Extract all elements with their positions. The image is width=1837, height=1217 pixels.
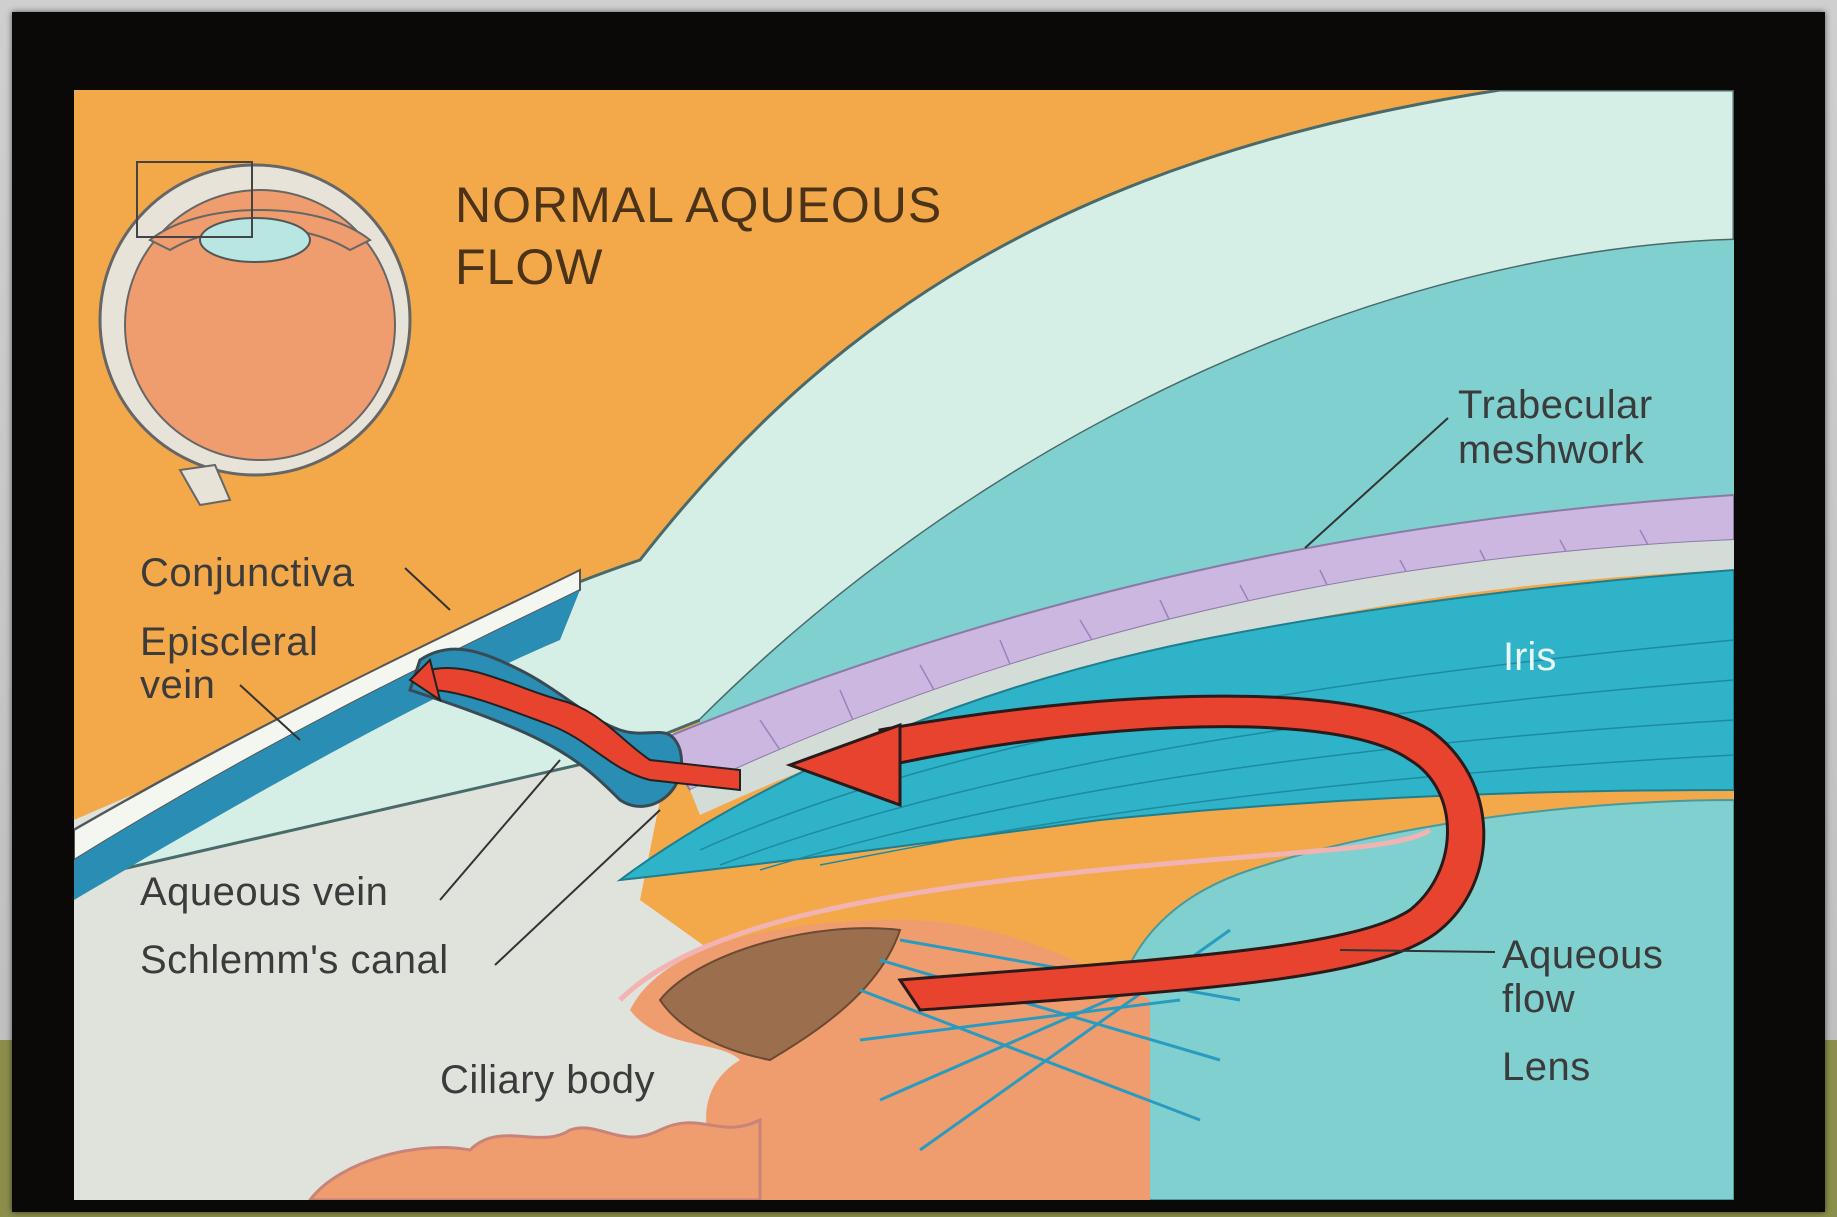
label-ciliary-body: Ciliary body [440, 1058, 655, 1102]
label-trabecular-line2: meshwork [1458, 428, 1645, 472]
label-lens: Lens [1502, 1045, 1591, 1089]
label-episcleral-line2: vein [140, 663, 215, 707]
label-aqueous-flow-line1: Aqueous [1502, 933, 1663, 977]
label-iris: Iris [1503, 635, 1556, 679]
label-trabecular-line1: Trabecular [1458, 383, 1653, 427]
label-aqueous-vein: Aqueous vein [140, 870, 388, 914]
label-aqueous-flow-line2: flow [1502, 977, 1575, 1021]
diagram-title-line1: NORMAL AQUEOUS [455, 177, 942, 233]
diagram-panel [74, 90, 1734, 1200]
diagram-title-line2: FLOW [455, 239, 603, 295]
label-episcleral-line1: Episcleral [140, 620, 318, 664]
label-schlemms-canal: Schlemm's canal [140, 938, 449, 982]
label-conjunctiva: Conjunctiva [140, 551, 355, 595]
